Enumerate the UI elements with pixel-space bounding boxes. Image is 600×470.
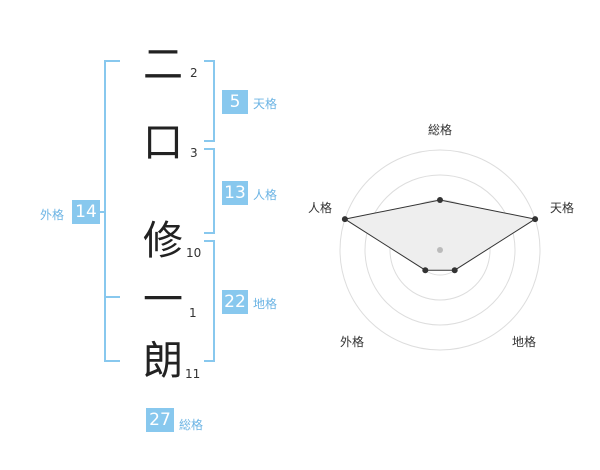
chikaku-bracket xyxy=(204,240,215,362)
radar-label-jinkaku: 人格 xyxy=(308,200,332,215)
radar-label-tenkaku: 天格 xyxy=(550,200,574,215)
radar-label-chikaku: 地格 xyxy=(512,334,536,349)
jinkaku-bracket xyxy=(204,148,215,234)
name-char-3: 修 xyxy=(143,218,183,264)
tenkaku-bracket xyxy=(204,60,215,142)
name-char-4: 一 xyxy=(143,277,183,323)
stroke-count-5: 11 xyxy=(185,367,201,381)
gaikaku-label: 外格 xyxy=(40,208,65,222)
stroke-count-2: 3 xyxy=(190,146,198,160)
soukaku-label: 総格 xyxy=(179,418,204,432)
radar-point-tenkaku xyxy=(532,216,539,223)
tenkaku-value-badge: 5 xyxy=(222,90,248,114)
tenkaku-label: 天格 xyxy=(253,97,278,111)
radar-ring-3 xyxy=(364,174,516,326)
stroke-count-4: 1 xyxy=(189,306,197,320)
radar-point-gaikaku xyxy=(422,267,429,274)
radar-label-soukaku: 総格 xyxy=(428,122,452,137)
name-char-2: 口 xyxy=(143,120,183,166)
radar-point-chikaku xyxy=(451,267,458,274)
chikaku-label: 地格 xyxy=(253,297,278,311)
radar-label-gaikaku: 外格 xyxy=(340,334,364,349)
gaikaku-bracket-divider xyxy=(104,296,120,298)
stroke-count-3: 10 xyxy=(186,246,202,260)
radar-score-polygon xyxy=(343,199,537,271)
radar-point-soukaku xyxy=(437,197,443,203)
name-char-5: 朗 xyxy=(143,338,183,384)
gaikaku-bracket xyxy=(104,60,120,362)
radar-ring-4 xyxy=(339,149,541,351)
jinkaku-label: 人格 xyxy=(253,188,278,202)
fortune-radar-chart: 総格 天格 地格 外格 人格 xyxy=(308,122,574,351)
chikaku-value-badge: 22 xyxy=(222,290,248,314)
gaikaku-bracket-notch xyxy=(100,211,106,213)
radar-center-point xyxy=(437,247,443,253)
radar-point-jinkaku xyxy=(341,216,348,223)
stroke-count-1: 2 xyxy=(190,66,198,80)
jinkaku-value-badge: 13 xyxy=(222,181,248,205)
name-char-1: 二 xyxy=(143,42,183,88)
soukaku-value-badge: 27 xyxy=(146,408,174,432)
gaikaku-value-badge: 14 xyxy=(72,200,100,224)
